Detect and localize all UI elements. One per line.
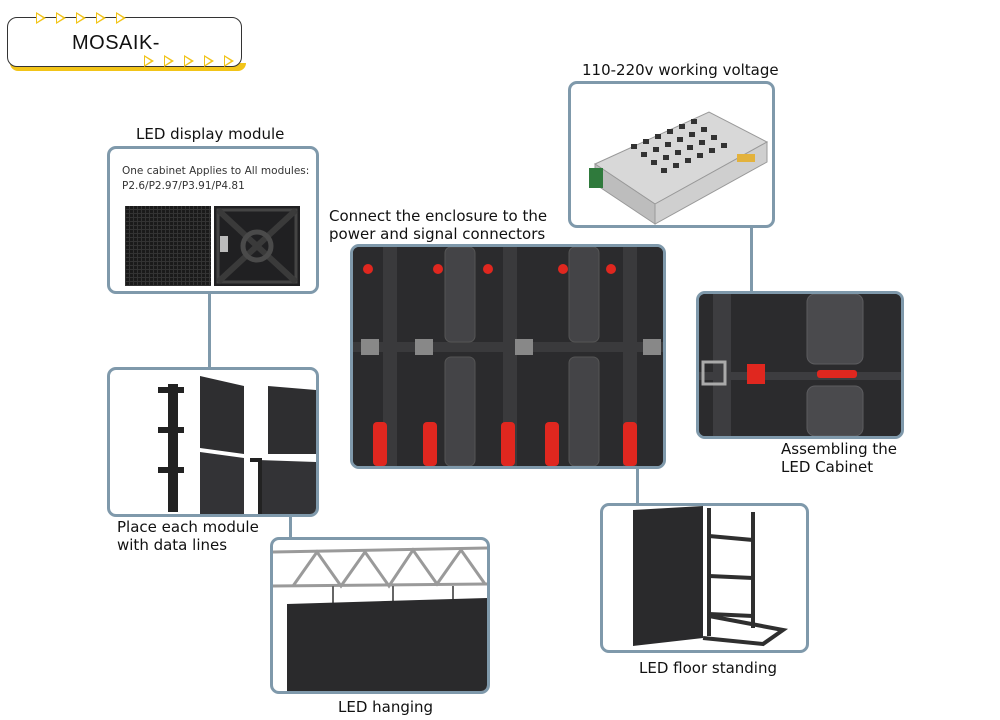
- brand-logo-text: MOSAIK-: [72, 32, 160, 54]
- module-front-image: [125, 206, 211, 286]
- connector-line-place: [289, 515, 292, 543]
- led-floor-standing-image: [633, 506, 789, 647]
- place-module-image: [158, 376, 316, 514]
- panel-led-hanging: [270, 537, 490, 694]
- module-applies-text: One cabinet Applies to All modules:: [122, 165, 310, 177]
- panel-power-supply: [568, 81, 775, 228]
- enclosure-connectors-image: [353, 247, 663, 466]
- panel-led-display-module: One cabinet Applies to All modules: P2.6…: [107, 146, 319, 294]
- label-assembling-line2: LED Cabinet: [781, 458, 874, 476]
- label-place-line1: Place each module: [117, 518, 259, 536]
- label-led-display-module: LED display module: [136, 125, 285, 143]
- connector-line-voltage: [750, 226, 753, 294]
- assembling-cabinet-image: [699, 294, 901, 436]
- panel-connect-enclosure: [350, 244, 666, 469]
- connector-line-connect: [636, 468, 639, 506]
- label-led-hanging: LED hanging: [338, 698, 434, 716]
- brand-logo: MOSAIK-: [7, 12, 246, 71]
- label-led-floor-standing: LED floor standing: [639, 659, 778, 677]
- power-supply-image: [589, 111, 769, 225]
- module-back-image: [214, 206, 300, 286]
- label-place-line2: with data lines: [117, 536, 228, 554]
- panel-place-module: [107, 367, 319, 517]
- label-connect-line2: power and signal connectors: [329, 225, 546, 243]
- connector-line-module: [208, 292, 211, 370]
- module-pitch-text: P2.6/P2.97/P3.91/P4.81: [122, 180, 245, 192]
- label-working-voltage: 110-220v working voltage: [582, 61, 779, 79]
- label-connect-line1: Connect the enclosure to the: [329, 207, 548, 225]
- label-assembling-line1: Assembling the: [781, 440, 898, 458]
- led-hanging-image: [273, 546, 487, 691]
- panel-led-floor-standing: [600, 503, 809, 653]
- panel-assembling-cabinet: [696, 291, 904, 439]
